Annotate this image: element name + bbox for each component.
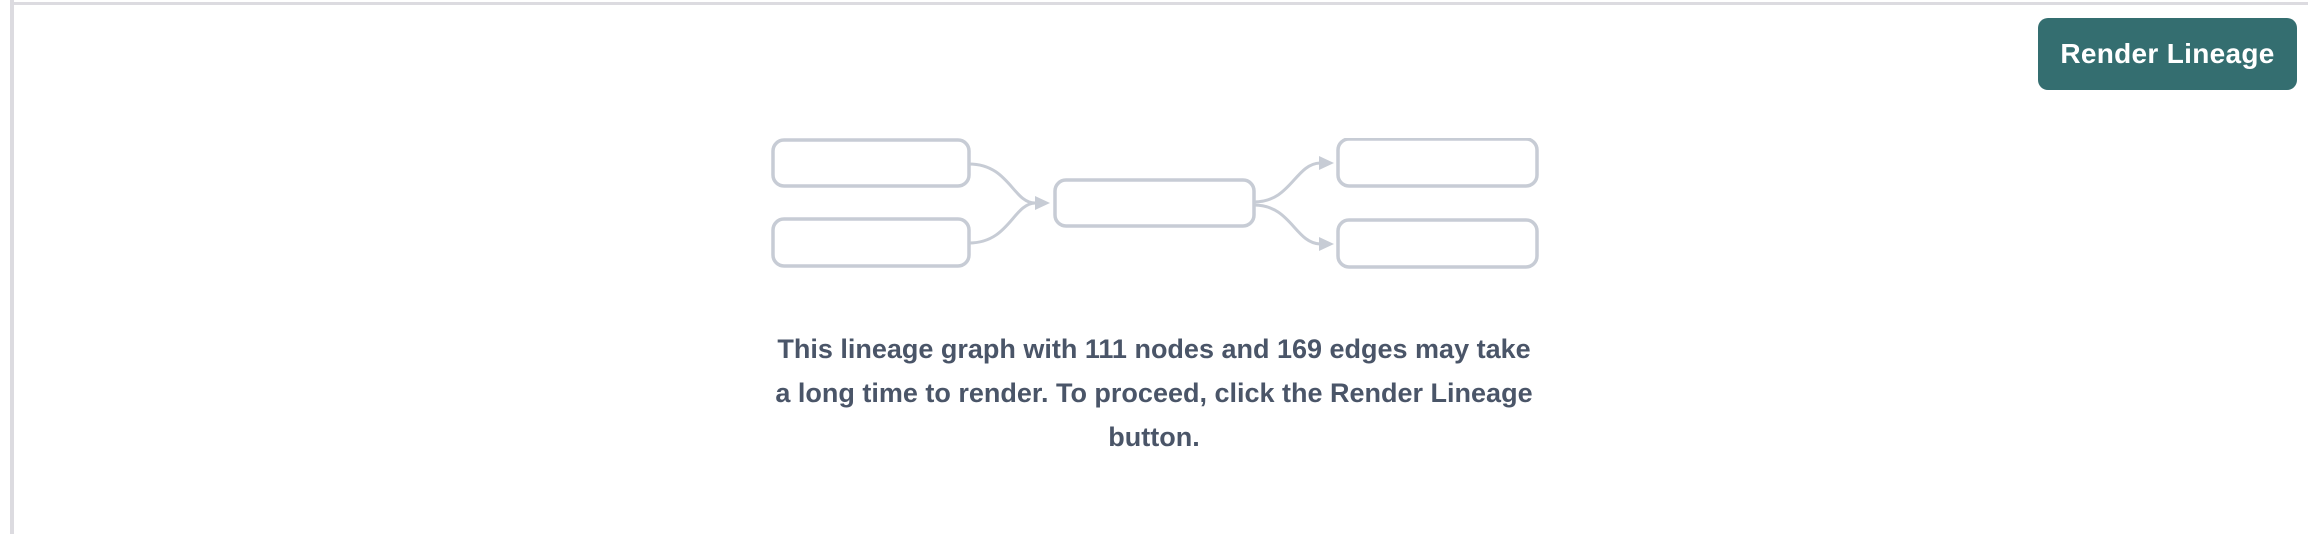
placeholder-edge	[1253, 203, 1321, 246]
placeholder-node-right-top	[1336, 138, 1539, 188]
arrowhead-icon	[1319, 156, 1334, 170]
arrowhead-icon	[1035, 196, 1050, 210]
lineage-warning-message: This lineage graph with 111 nodes and 16…	[0, 327, 2308, 459]
panel-left-border	[10, 0, 14, 534]
placeholder-node-middle	[1053, 178, 1256, 228]
lineage-placeholder-illustration	[771, 138, 1539, 269]
panel-top-border	[14, 2, 2308, 5]
placeholder-node-left-top	[771, 138, 971, 188]
placeholder-node-right-bottom	[1336, 218, 1539, 269]
placeholder-node-left-bottom	[771, 217, 971, 268]
render-lineage-button[interactable]: Render Lineage	[2038, 18, 2297, 90]
arrowhead-icon	[1319, 237, 1334, 251]
placeholder-edge	[968, 162, 1036, 205]
message-line: This lineage graph with 111 nodes and 16…	[777, 334, 1531, 364]
message-line: button.	[1108, 422, 1200, 452]
message-line: a long time to render. To proceed, click…	[775, 378, 1533, 408]
placeholder-edge	[1253, 161, 1321, 204]
placeholder-edge	[968, 201, 1036, 245]
